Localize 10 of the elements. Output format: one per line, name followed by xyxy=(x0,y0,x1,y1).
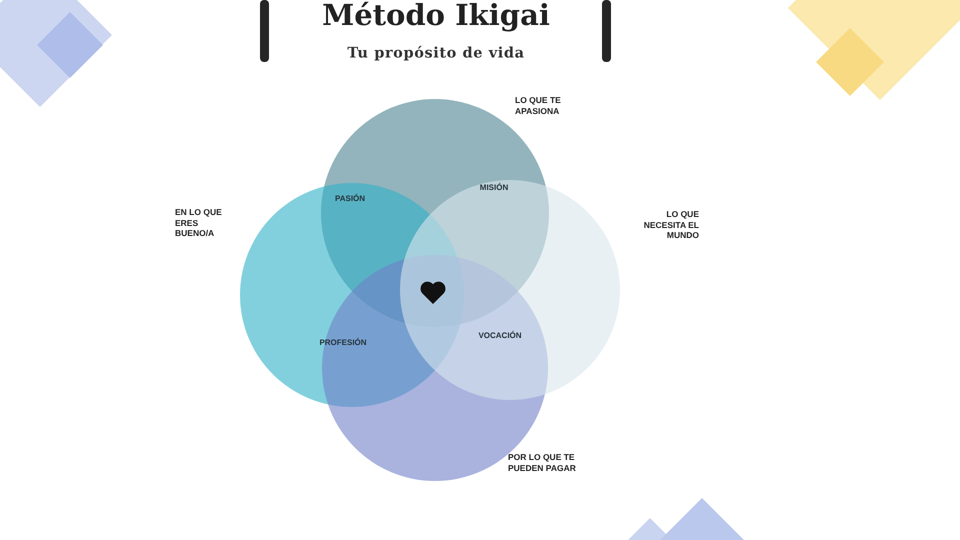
circle-label: POR LO QUE TE PUEDEN PAGAR xyxy=(508,452,577,474)
overlap-label: PASIÓN xyxy=(334,194,366,204)
title: Método Ikigai xyxy=(322,0,550,32)
subtitle: Tu propósito de vida xyxy=(347,44,525,62)
circle-label: LO QUE NECESITA EL MUNDO xyxy=(642,209,699,241)
overlap-label: PROFESIÓN xyxy=(319,338,367,348)
circle-label: EN LO QUE ERES BUENO/A xyxy=(175,207,223,239)
overlap-label: VOCACIÓN xyxy=(478,331,522,341)
circle-label: LO QUE TE APASIONA xyxy=(515,95,562,116)
overlap-label: MISIÓN xyxy=(480,183,508,193)
